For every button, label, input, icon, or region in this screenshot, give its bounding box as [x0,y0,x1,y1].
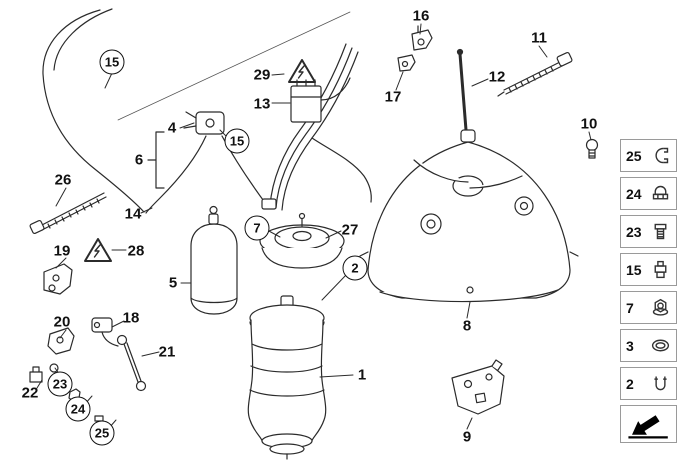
callout-15[interactable]: 15 [224,128,250,154]
callout-5[interactable]: 5 [168,274,178,292]
ride-height-sensor [91,317,119,347]
callout-25[interactable]: 25 [89,420,115,446]
guide-line [117,11,351,121]
pressure-accumulator [190,205,238,315]
retaining-clip-icon [650,373,671,394]
clip-17 [397,54,416,72]
callout-22[interactable]: 22 [21,384,39,402]
sidebar-item-23[interactable]: 23 [620,215,677,248]
callout-4[interactable]: 4 [167,119,177,137]
callout-17[interactable]: 17 [384,88,402,106]
direction-arrow-box [620,405,677,443]
bracket-9 [451,359,505,415]
bracket-20 [47,327,75,355]
callout-21[interactable]: 21 [158,343,176,361]
callout-9[interactable]: 9 [462,428,472,446]
sidebar-item-number: 23 [626,223,642,240]
screw-plug-icon [650,221,671,242]
air-spring [247,295,327,460]
callout-26[interactable]: 26 [54,171,72,189]
bolt-10 [585,138,599,159]
sidebar-item-7[interactable]: 7 [620,291,677,324]
group-bracket-6 [147,131,165,189]
callout-10[interactable]: 10 [580,115,598,133]
bracket-19 [43,263,73,295]
flange-nut-icon [650,297,671,318]
clamp-16 [411,25,433,51]
callout-20[interactable]: 20 [53,313,71,331]
sidebar-item-number: 7 [626,299,634,316]
callout-8[interactable]: 8 [462,317,472,335]
sidebar-item-15[interactable]: 15 [620,253,677,286]
cap-nut-icon [650,183,671,204]
relay [290,79,322,123]
dome-cover [359,129,579,303]
sidebar-item-number: 25 [626,147,642,164]
callout-13[interactable]: 13 [253,95,271,113]
hose-clip-icon [650,145,671,166]
valve-connector-icon [650,259,671,280]
callout-16[interactable]: 16 [412,7,430,25]
callout-15[interactable]: 15 [99,49,125,75]
direction-arrow-icon [627,415,668,439]
sidebar-item-number: 2 [626,375,634,392]
callout-18[interactable]: 18 [122,309,140,327]
callout-2[interactable]: 2 [342,255,368,281]
clip-22 [29,366,43,383]
callout-7[interactable]: 7 [244,215,270,241]
link-rod-21 [116,334,147,392]
cable-strap-26 [29,192,107,235]
seal-ring-icon [650,335,671,356]
sidebar-item-number: 15 [626,261,642,278]
sidebar-item-number: 24 [626,185,642,202]
callout-24[interactable]: 24 [65,396,91,422]
valve-bracket [183,111,225,135]
callout-14[interactable]: 14 [124,205,142,223]
sidebar-item-25[interactable]: 25 [620,139,677,172]
callout-23[interactable]: 23 [47,371,73,397]
callout-1[interactable]: 1 [357,366,367,384]
sidebar-item-24[interactable]: 24 [620,177,677,210]
callout-27[interactable]: 27 [341,221,359,239]
damper-plate [259,212,345,269]
rod-12 [456,48,468,132]
cable-harness [261,43,372,211]
sidebar-item-3[interactable]: 3 [620,329,677,362]
callout-19[interactable]: 19 [53,242,71,260]
callout-29[interactable]: 29 [253,66,271,84]
callout-12[interactable]: 12 [488,68,506,86]
warning-triangle-icon [288,59,316,83]
cable-strap-11 [497,51,573,97]
air-lines [42,8,267,214]
sidebar-item-2[interactable]: 2 [620,367,677,400]
warning-triangle-icon-2 [84,238,112,262]
parts-sidebar-items: 25 24 23 15 7 3 2 [620,139,677,400]
sidebar-item-number: 3 [626,337,634,354]
callout-28[interactable]: 28 [127,242,145,260]
callout-11[interactable]: 11 [531,29,547,47]
callout-6[interactable]: 6 [134,151,144,169]
parts-sidebar: 25 24 23 15 7 3 2 [620,139,677,443]
